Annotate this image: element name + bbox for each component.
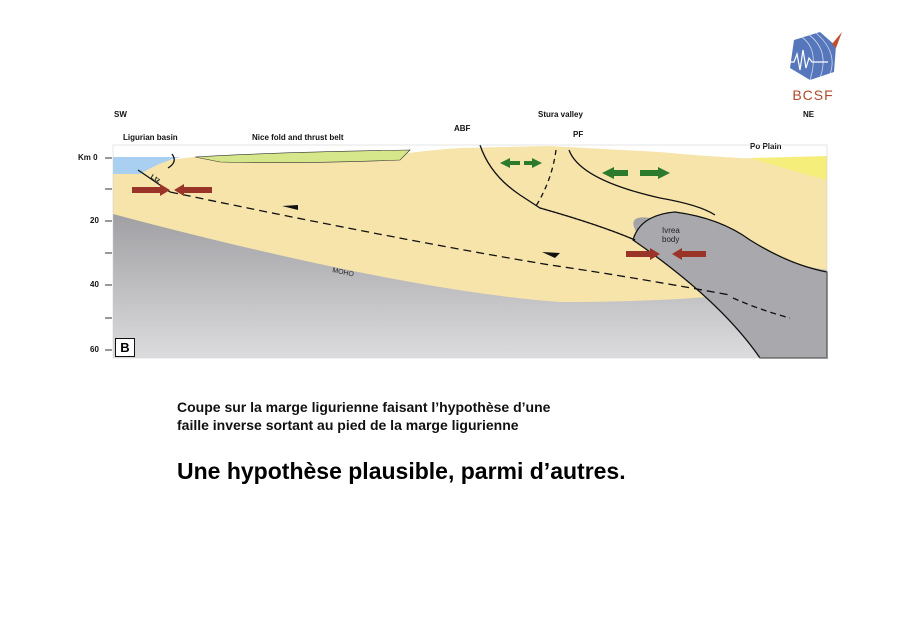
seismograph-globe-icon (784, 32, 842, 81)
region-po-plain: Po Plain (750, 142, 782, 151)
fault-abf-label: ABF (454, 124, 471, 133)
caption-line-2: faille inverse sortant au pied de la mar… (177, 417, 519, 433)
extension-arrows (500, 158, 670, 179)
fault-pf-label: PF (573, 130, 584, 139)
sea-area (113, 157, 180, 174)
depth-tick-60: 60 (90, 345, 99, 354)
po-plain-area (750, 156, 827, 180)
fault-lines (137, 144, 791, 319)
depth-axis-label: Km 0 (78, 153, 98, 162)
ivrea-label-1: Ivrea (662, 226, 680, 235)
region-ligurian-basin: Ligurian basin (123, 133, 178, 142)
direction-ne: NE (803, 110, 815, 119)
panel-label: B (115, 338, 135, 357)
caption-line-1: Coupe sur la marge ligurienne faisant l’… (177, 399, 551, 415)
depth-tick-20: 20 (90, 216, 99, 225)
depth-axis-ticks (105, 157, 112, 351)
logo-text: BCSF (792, 87, 834, 103)
ivrea-label-2: body (662, 235, 679, 244)
region-stura-valley: Stura valley (538, 110, 583, 119)
fold-belt-area (194, 149, 411, 163)
ltz-label: Ltz (149, 174, 162, 185)
crust-area (113, 146, 827, 302)
cross-section-diagram: Ivrea body MOHO Ltz (105, 144, 828, 359)
compression-arrows (132, 184, 706, 260)
region-nice-fold-belt: Nice fold and thrust belt (252, 133, 344, 142)
bcsf-logo: BCSF (780, 28, 846, 103)
thrust-direction-arrows (282, 205, 560, 258)
depth-tick-40: 40 (90, 280, 99, 289)
direction-sw: SW (114, 110, 127, 119)
moho-label: MOHO (332, 267, 355, 278)
headline: Une hypothèse plausible, parmi d’autres. (177, 458, 626, 484)
